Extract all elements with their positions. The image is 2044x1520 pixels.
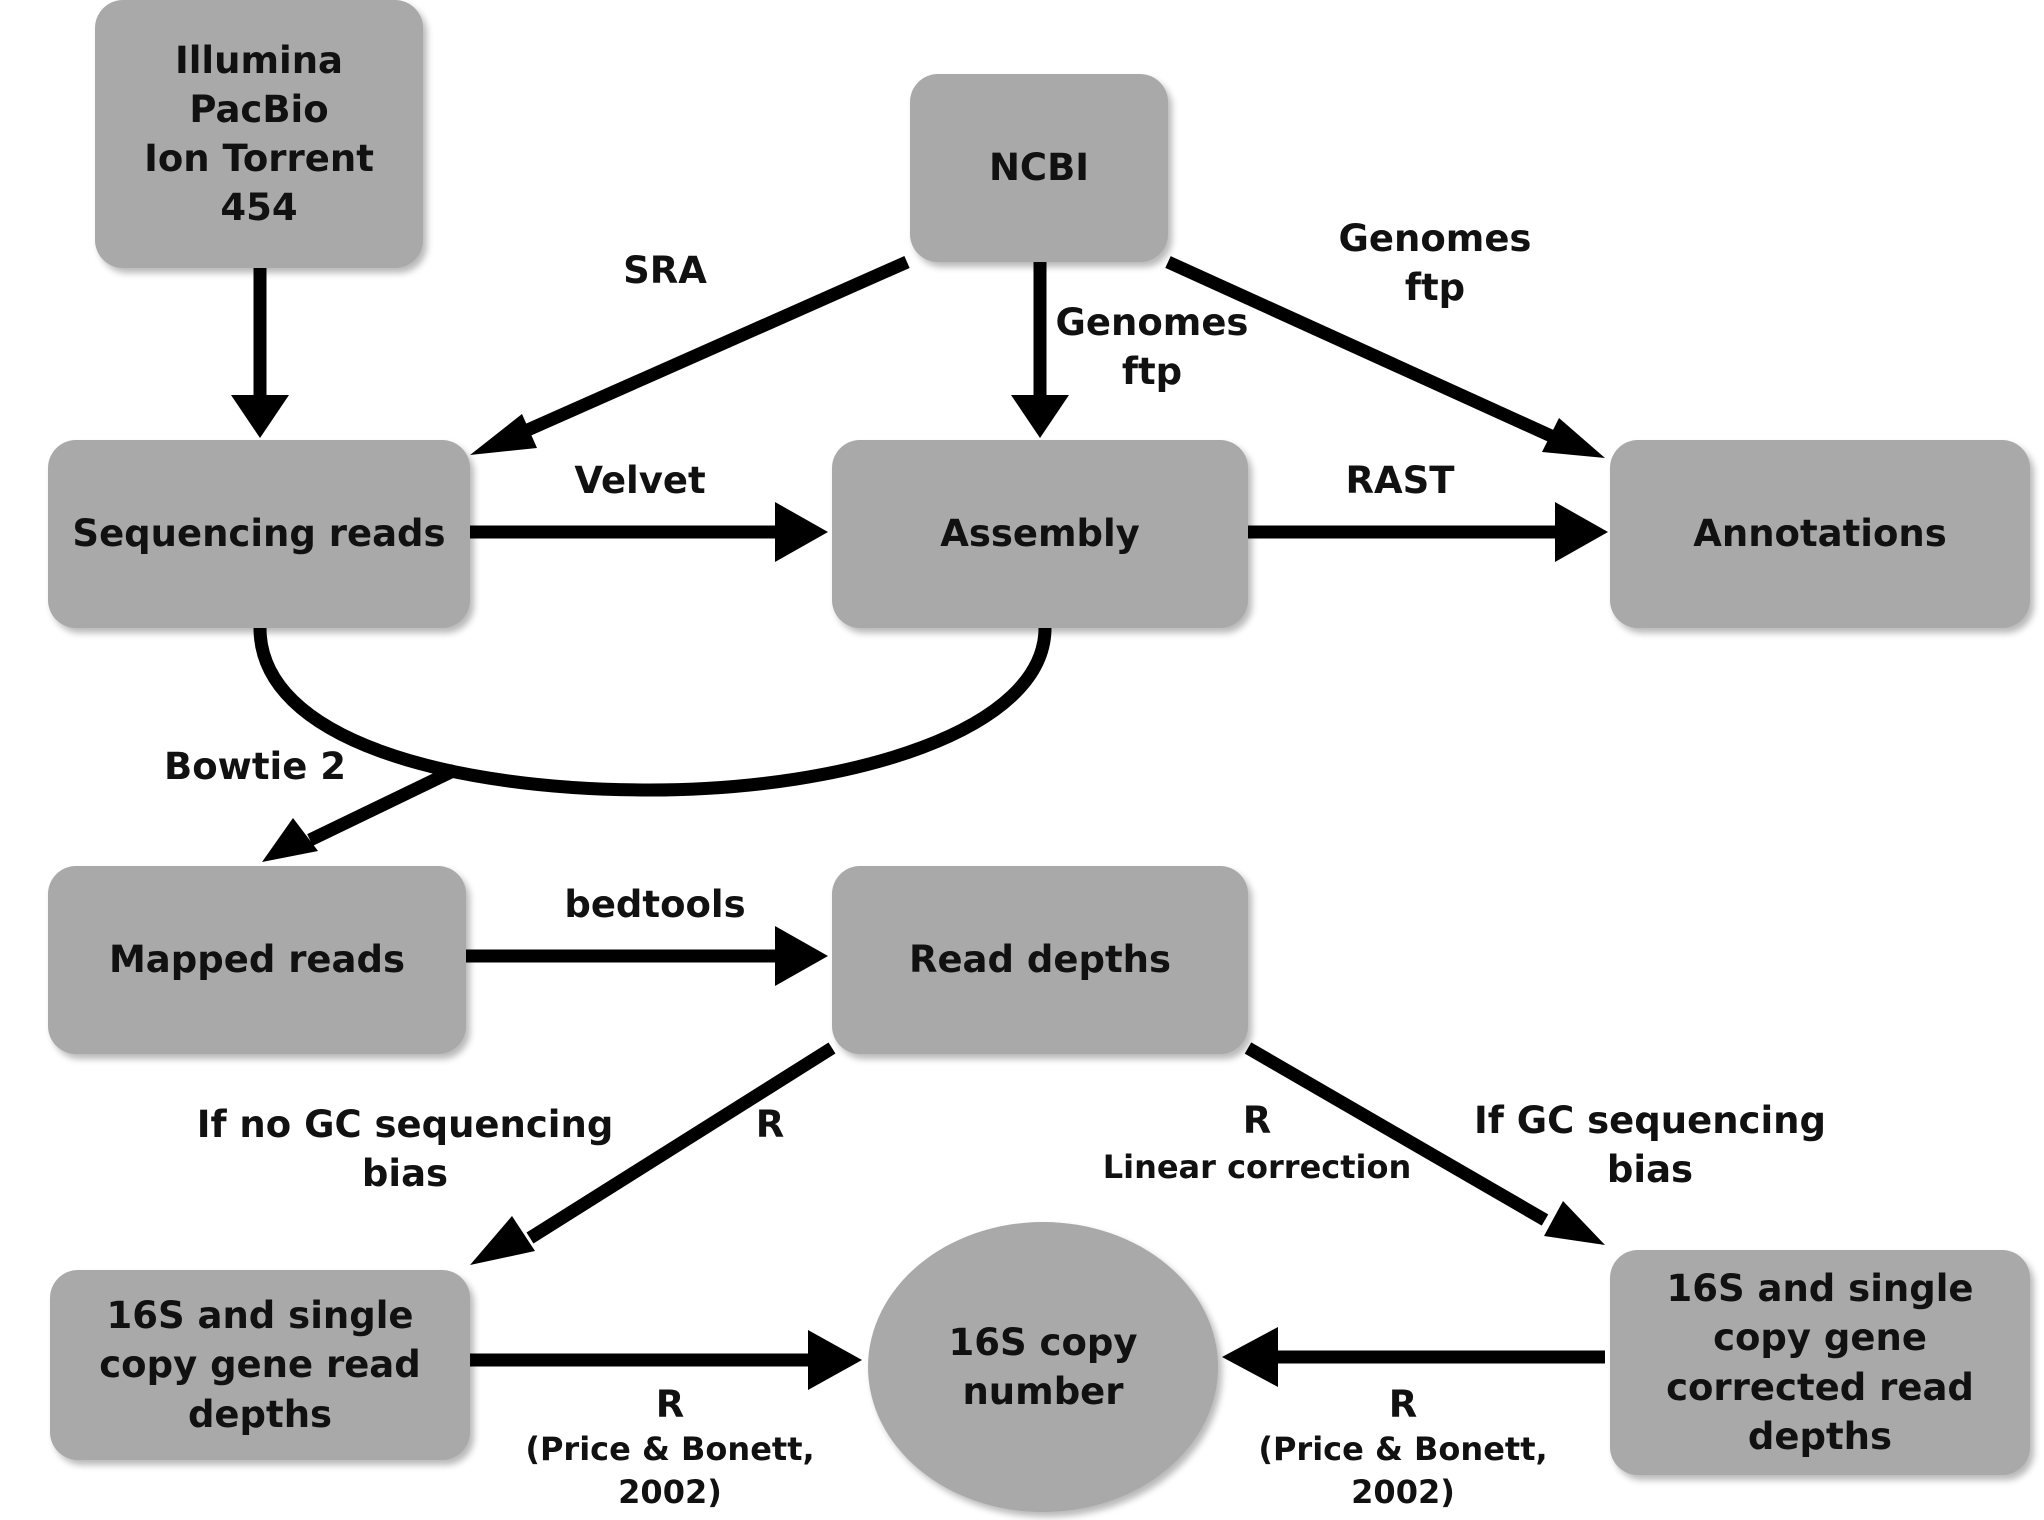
- arrowhead-depths-single: [470, 1216, 535, 1265]
- arrowhead-merge-mapped: [262, 818, 318, 862]
- arrow-ncbi-to-annotations: [1165, 256, 1563, 446]
- node-corrected-read-depths: 16S and single copy gene corrected read …: [1610, 1250, 2030, 1475]
- label-velvet: Velvet: [574, 459, 706, 502]
- node-sequencing-reads-label: Sequencing reads: [72, 512, 446, 556]
- label-r-no-gc: R: [755, 1103, 785, 1146]
- node-sequencing-platforms: Illumina PacBio Ion Torrent 454: [95, 0, 423, 268]
- label-linear-correction: Linear correction: [1102, 1148, 1412, 1186]
- arrowhead-corrected-copynumber: [1222, 1327, 1278, 1387]
- label-r-bottom-left: R: [655, 1383, 685, 1426]
- node-single-copy-gene-read-depths-label: 16S and single copy gene read depths: [99, 1294, 421, 1436]
- arrowhead-depths-corrected: [1544, 1201, 1605, 1245]
- label-sra: SRA: [623, 249, 707, 292]
- label-bedtools: bedtools: [564, 883, 746, 926]
- arrowhead-ncbi-reads: [470, 414, 537, 455]
- label-genomes-ftp-assembly: Genomes ftp: [1055, 301, 1249, 394]
- node-ncbi-label: NCBI: [988, 146, 1090, 190]
- arrowhead-platforms-reads: [231, 395, 289, 438]
- node-mapped-reads: Mapped reads: [48, 866, 466, 1054]
- label-bowtie-2: Bowtie 2: [164, 745, 346, 788]
- label-price-bonett-right: (Price & Bonett, 2002): [1258, 1430, 1548, 1511]
- label-r-bottom-right: R: [1388, 1383, 1418, 1426]
- node-corrected-read-depths-label: 16S and single copy gene corrected read …: [1666, 1267, 1974, 1458]
- label-r-gc: R: [1242, 1099, 1272, 1142]
- arrowhead-ncbi-assembly: [1011, 395, 1069, 438]
- node-mapped-reads-label: Mapped reads: [108, 938, 406, 982]
- node-annotations: Annotations: [1610, 440, 2030, 628]
- label-price-bonett-left: (Price & Bonett, 2002): [525, 1430, 815, 1511]
- label-if-gc-bias: If GC sequencing bias: [1474, 1099, 1826, 1192]
- arrowhead-ncbi-annotations: [1542, 418, 1605, 458]
- arrowhead-assembly-annotations: [1555, 502, 1608, 562]
- node-read-depths: Read depths: [832, 866, 1248, 1054]
- merge-curve-bowtie: [253, 627, 1052, 797]
- node-16s-copy-number-label: 16S copy number: [948, 1320, 1138, 1413]
- node-annotations-label: Annotations: [1693, 512, 1947, 556]
- arrow-depths-to-corrected: [1244, 1042, 1549, 1226]
- arrow-merge-to-mapped: [307, 764, 458, 846]
- node-sequencing-reads: Sequencing reads: [48, 440, 470, 628]
- arrow-depths-to-single: [526, 1042, 836, 1244]
- node-assembly: Assembly: [832, 440, 1248, 628]
- node-assembly-label: Assembly: [940, 512, 1140, 556]
- label-genomes-ftp-annotations: Genomes ftp: [1338, 217, 1532, 310]
- arrowhead-mapped-depths: [775, 926, 828, 986]
- node-ncbi: NCBI: [910, 74, 1168, 262]
- label-if-no-gc-bias: If no GC sequencing bias: [196, 1103, 614, 1196]
- label-rast: RAST: [1345, 459, 1455, 502]
- node-16s-copy-number: 16S copy number: [868, 1222, 1218, 1512]
- arrowhead-single-copynumber: [808, 1330, 862, 1390]
- node-read-depths-label: Read depths: [908, 938, 1172, 982]
- arrowhead-reads-assembly: [775, 502, 828, 562]
- node-sequencing-platforms-label: Illumina PacBio Ion Torrent 454: [144, 38, 374, 230]
- arrow-ncbi-to-reads: [502, 256, 910, 446]
- node-single-copy-gene-read-depths: 16S and single copy gene read depths: [50, 1270, 470, 1460]
